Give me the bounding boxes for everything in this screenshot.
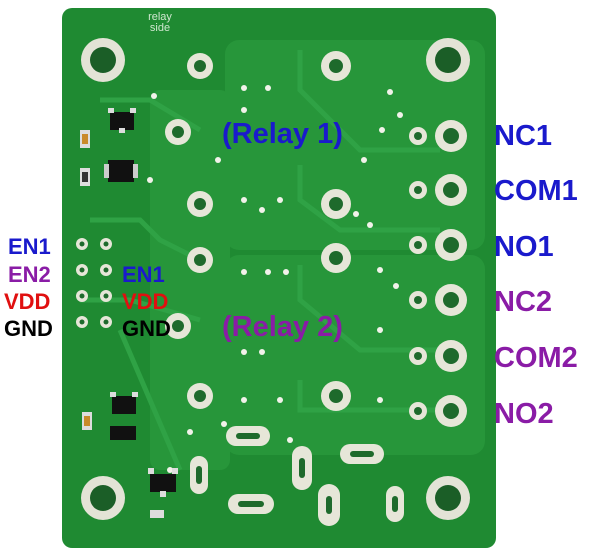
terminal-pads xyxy=(409,120,467,427)
smd-components xyxy=(80,108,178,518)
traces xyxy=(80,50,440,471)
relay-pads xyxy=(165,51,351,411)
header-inner-label-vdd: VDD xyxy=(122,289,169,314)
silkscreen-text: relay side xyxy=(140,12,180,34)
relay-2-label: (Relay 2) xyxy=(222,311,343,343)
header-pins xyxy=(76,238,112,328)
header-inner-label-gnd: GND xyxy=(122,316,171,341)
slotted-pads xyxy=(190,426,404,526)
header-label-en1: EN1 xyxy=(8,234,51,259)
silkscreen-line-2: side xyxy=(149,22,171,34)
pin-label-no2: NO2 xyxy=(494,398,554,430)
silkscreen-line-1: relay xyxy=(148,11,172,23)
header-label-en2: EN2 xyxy=(8,262,51,287)
pin-label-nc2: NC2 xyxy=(494,286,553,318)
pin-label-com1: COM1 xyxy=(494,175,578,207)
header-label-gnd: GND xyxy=(4,316,53,341)
pin-label-nc1: NC1 xyxy=(494,120,553,152)
header-label-vdd: VDD xyxy=(4,289,51,314)
relay-1-label: (Relay 1) xyxy=(222,118,343,150)
header-inner-label-en1: EN1 xyxy=(122,262,165,287)
pin-label-com2: COM2 xyxy=(494,342,578,374)
mounting-holes xyxy=(81,38,470,520)
pin-label-no1: NO1 xyxy=(494,231,554,263)
